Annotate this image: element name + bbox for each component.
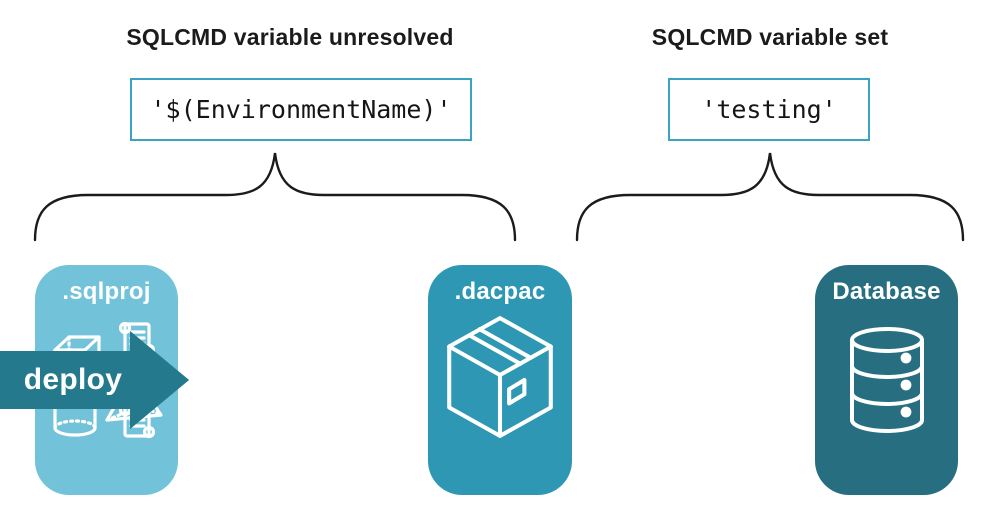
code-box-environment-variable: '$(EnvironmentName)' (130, 78, 472, 141)
left-curly-brace (33, 152, 517, 242)
node-database-label: Database (832, 278, 941, 305)
code-testing-value: 'testing' (701, 95, 837, 124)
deploy-arrow-label: deploy (23, 363, 123, 396)
deploy-arrow: deploy (0, 330, 190, 430)
heading-sqlcmd-set: SQLCMD variable set (651, 24, 889, 50)
code-environment-variable: '$(EnvironmentName)' (150, 95, 452, 124)
database-cylinder-icon (849, 327, 924, 433)
package-box-icon (447, 316, 553, 438)
brace-connectors (33, 152, 965, 242)
node-dacpac: .dacpac (428, 265, 572, 495)
node-dacpac-label: .dacpac (454, 278, 546, 305)
node-sqlproj-label: .sqlproj (62, 278, 151, 305)
code-box-testing-value: 'testing' (668, 78, 870, 141)
node-database: Database (815, 265, 958, 495)
right-arrow-icon (0, 331, 189, 429)
right-curly-brace (575, 152, 965, 242)
heading-sqlcmd-unresolved: SQLCMD variable unresolved (126, 24, 454, 50)
